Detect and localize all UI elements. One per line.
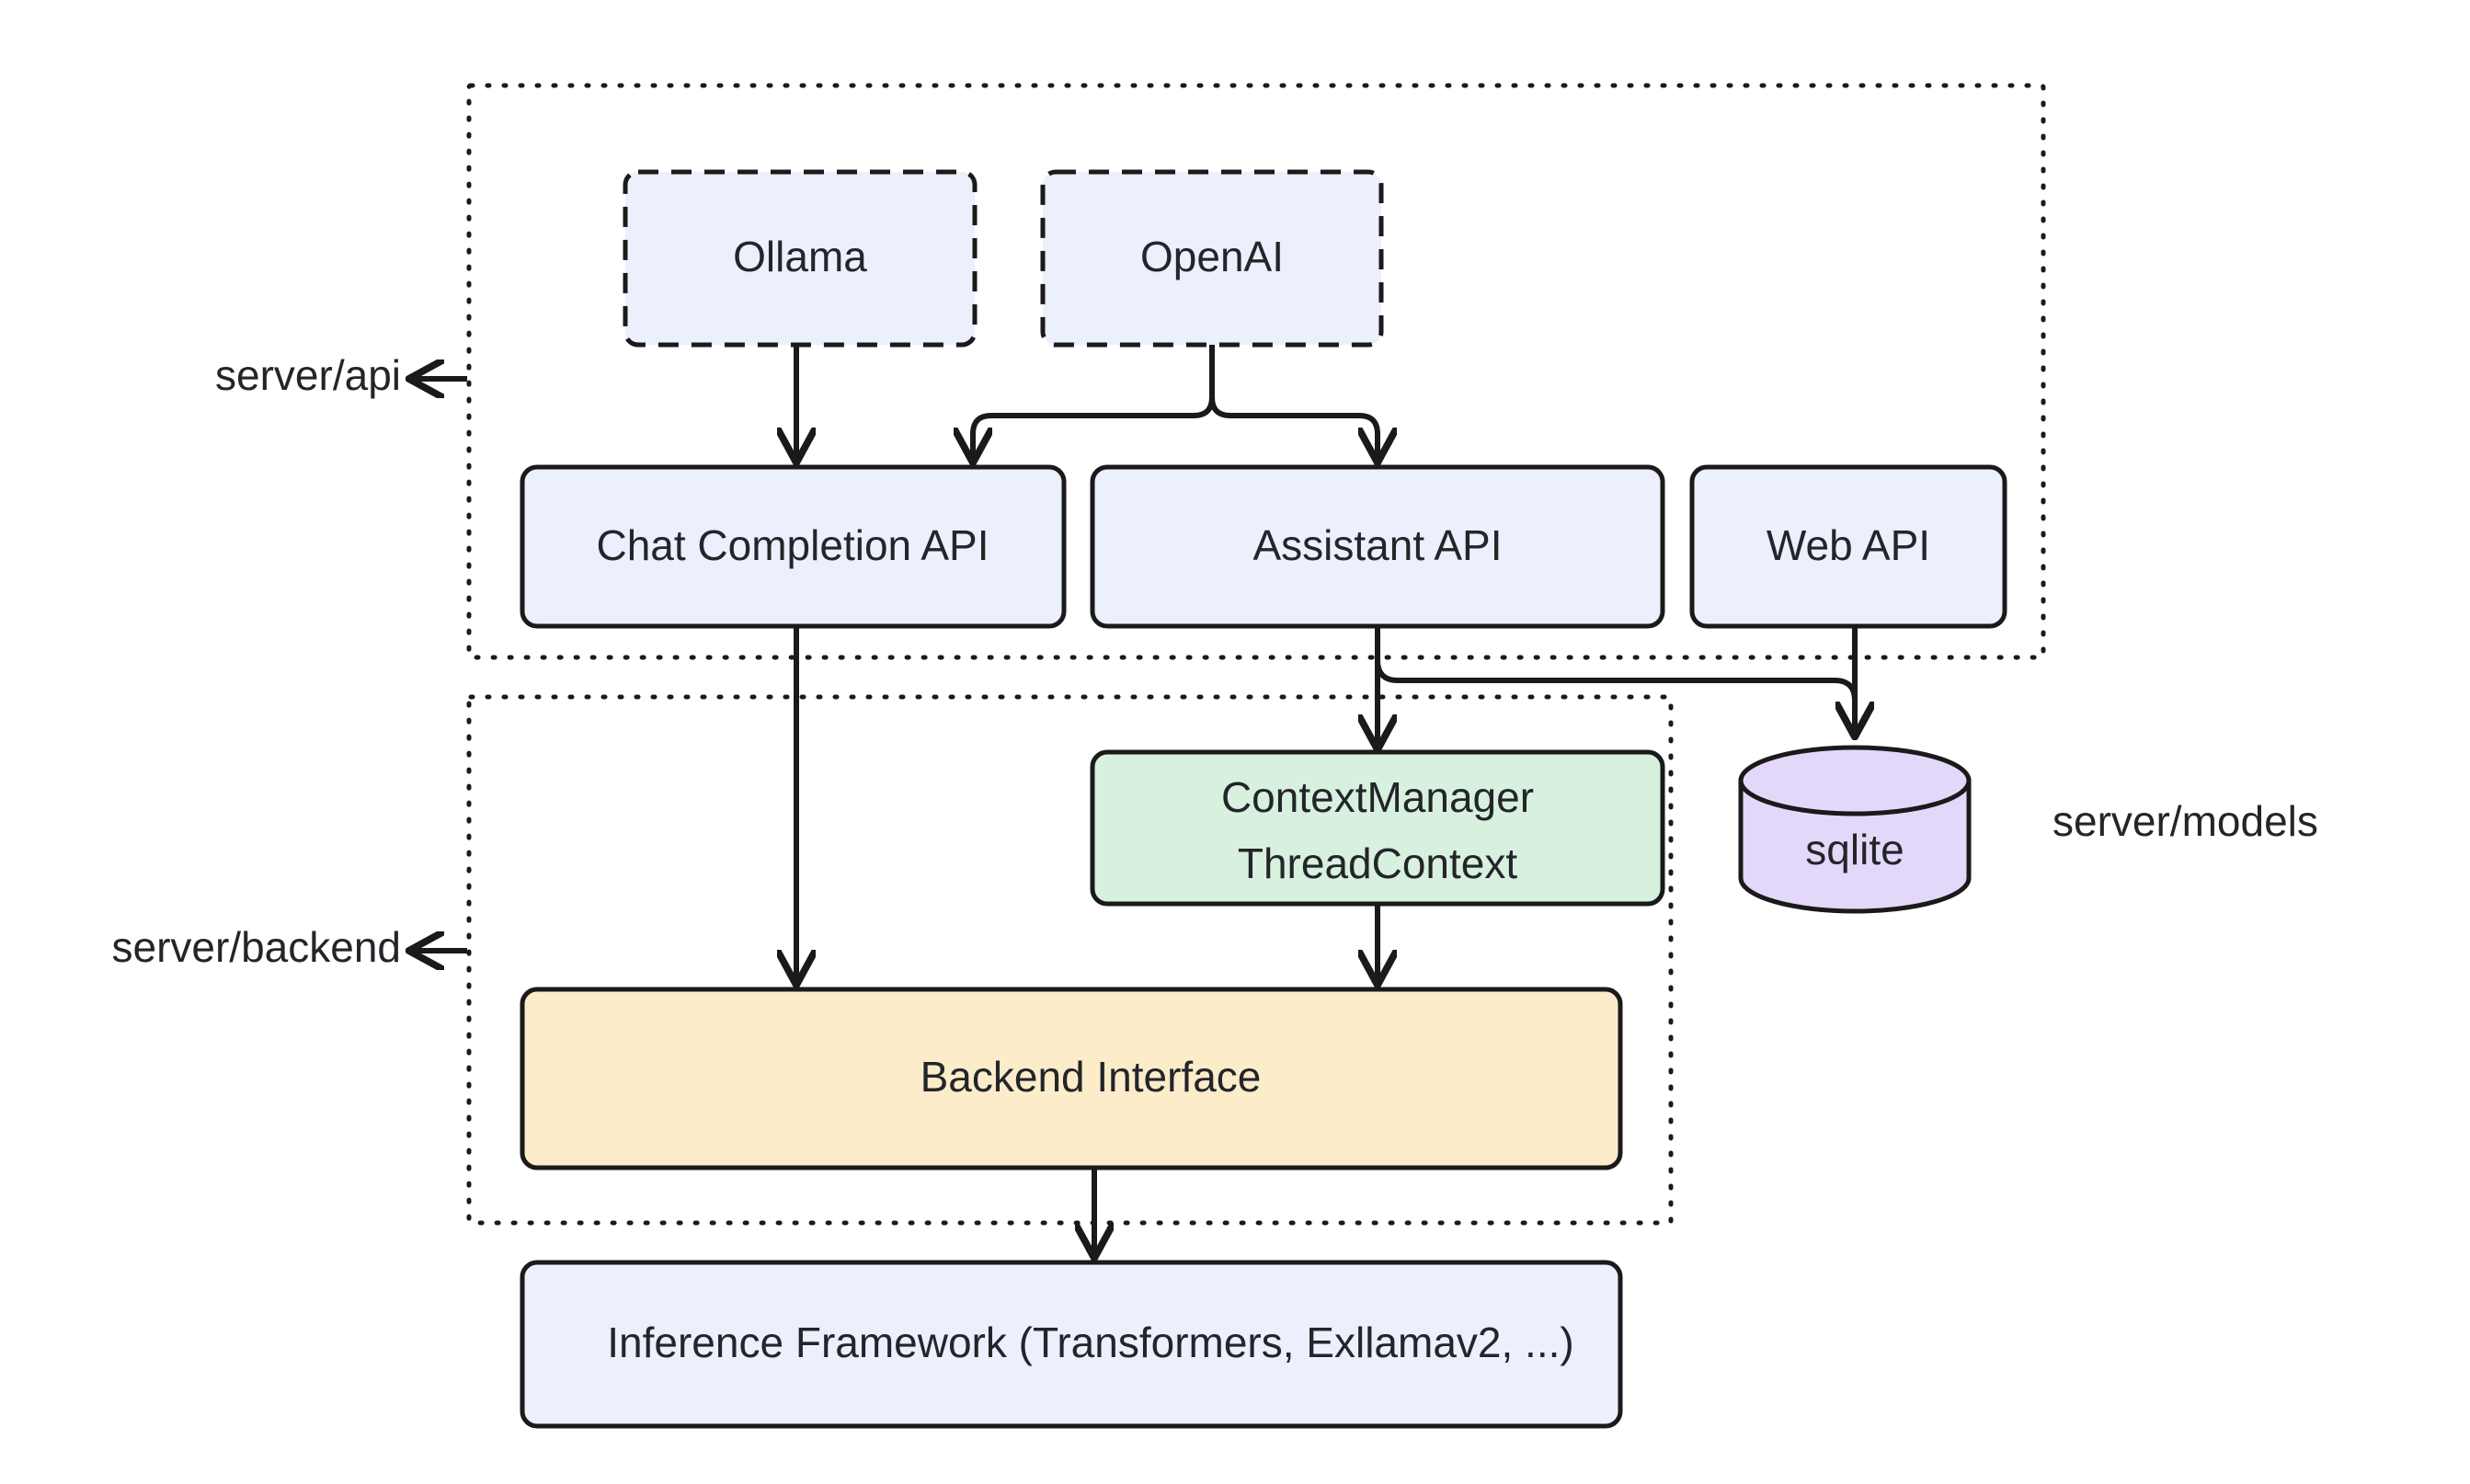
node-sqlite-cylinder-top [1738, 745, 1972, 816]
group-server-backend [466, 694, 1674, 1226]
group-label-server-models: server/models [2053, 797, 2318, 845]
node-chat-completion-api-label: Chat Completion API [596, 521, 989, 569]
node-backend-interface-shape [520, 987, 1623, 1170]
node-inference-framework-shape [520, 1260, 1623, 1429]
node-web-api-label: Web API [1767, 521, 1930, 569]
node-ollama-label: Ollama [733, 233, 867, 280]
node-openai[interactable]: OpenAI [1040, 169, 1384, 348]
edge-openai-to-chat-completion [973, 345, 1215, 460]
node-assistant-api-shape [1090, 464, 1665, 629]
node-chat-completion-api[interactable]: Chat Completion API [520, 464, 1067, 629]
node-context-manager-label-line1: ContextManager [1221, 773, 1534, 821]
node-ollama[interactable]: Ollama [623, 169, 978, 348]
node-backend-interface[interactable]: Backend Interface [520, 987, 1623, 1170]
group-label-server-backend: server/backend [112, 923, 402, 971]
node-web-api-shape [1689, 464, 2007, 629]
edge-assistant-to-sqlite [1375, 626, 1855, 734]
node-sqlite[interactable]: sqlite [1738, 745, 1972, 914]
group-server-api [466, 83, 2046, 660]
node-assistant-api-label: Assistant API [1252, 521, 1502, 569]
node-inference-framework[interactable]: Inference Framework (Transformers, Exlla… [520, 1260, 1623, 1429]
node-inference-framework-label: Inference Framework (Transformers, Exlla… [607, 1318, 1573, 1366]
node-context-manager[interactable]: ContextManager ThreadContext [1090, 749, 1665, 907]
group-label-server-api: server/api [215, 351, 401, 399]
node-context-manager-shape [1090, 749, 1665, 907]
node-sqlite-cylinder-body [1738, 778, 1972, 914]
node-web-api[interactable]: Web API [1689, 464, 2007, 629]
node-chat-completion-api-shape [520, 464, 1067, 629]
node-backend-interface-label: Backend Interface [921, 1053, 1262, 1101]
edge-openai-to-assistant [1209, 345, 1378, 460]
node-assistant-api[interactable]: Assistant API [1090, 464, 1665, 629]
node-ollama-shape [623, 169, 978, 348]
node-context-manager-label-line2: ThreadContext [1238, 839, 1517, 887]
node-sqlite-label: sqlite [1805, 826, 1904, 873]
node-openai-shape [1040, 169, 1384, 348]
node-openai-label: OpenAI [1140, 233, 1284, 280]
